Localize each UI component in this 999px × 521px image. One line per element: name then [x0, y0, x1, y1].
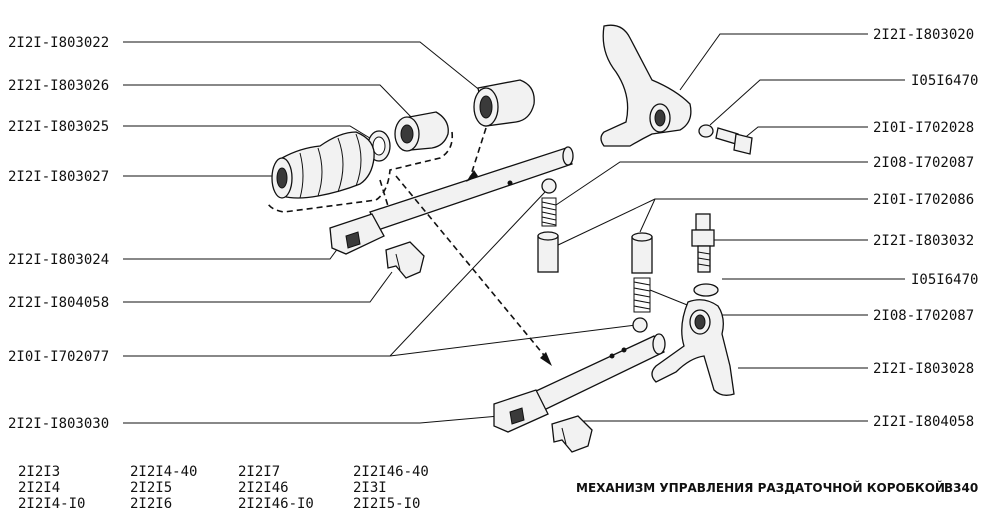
label-right-5: 2I0I-I702086: [873, 192, 974, 208]
label-right-7: I05I6470: [911, 272, 978, 288]
label-left-8: 2I2I-I803030: [8, 416, 109, 432]
bushing-803022: [473, 79, 535, 127]
ball-702077-lower: [632, 317, 648, 333]
label-right-3: 2I0I-I702028: [873, 120, 974, 136]
fork-803028: [651, 299, 735, 396]
clip-804058-upper: [385, 241, 425, 279]
diagram-title: МЕХАНИЗМ УПРАВЛЕНИЯ РАЗДАТОЧНОЙ КОРОБКОЙ: [576, 480, 945, 495]
assembly-bracket: [267, 131, 454, 213]
model-4-2: 2I3I: [353, 480, 387, 496]
left-labels: 2I2I-I803022 2I2I-I803026 2I2I-I803025 2…: [8, 35, 109, 432]
label-left-2: 2I2I-I803026: [8, 78, 109, 94]
spring-702087-lower: [633, 277, 651, 313]
label-left-4: 2I2I-I803027: [8, 169, 109, 185]
washer-05i6470-lower: [693, 283, 719, 297]
parts: [267, 24, 753, 453]
label-right-1: 2I2I-I803020: [873, 27, 974, 43]
bolt-702028: [715, 127, 753, 155]
rod-803024: [329, 146, 574, 255]
boot-803027: [271, 131, 375, 199]
label-right-6: 2I2I-I803032: [873, 233, 974, 249]
label-right-10: 2I2I-I804058: [873, 414, 974, 430]
diagram-code: В340: [944, 481, 978, 495]
clip-804058-lower: [551, 415, 593, 453]
spring-702087-upper: [541, 197, 557, 227]
fork-803020: [600, 24, 692, 147]
label-left-3: 2I2I-I803025: [8, 119, 109, 135]
rod-803030: [493, 333, 666, 433]
seal-803026: [394, 111, 449, 152]
plunger-702086-lower: [631, 232, 653, 274]
label-right-9: 2I2I-I803028: [873, 361, 974, 377]
model-2-2: 2I2I5: [130, 480, 172, 496]
model-2-1: 2I2I4-40: [130, 464, 197, 480]
model-1-3: 2I2I4-I0: [18, 496, 85, 512]
model-list: 2I2I3 2I2I4 2I2I4-I0 2I2I4-40 2I2I5 2I2I…: [18, 464, 429, 512]
label-right-4: 2I08-I702087: [873, 155, 974, 171]
model-4-3: 2I2I5-I0: [353, 496, 420, 512]
model-4-1: 2I2I46-40: [353, 464, 429, 480]
right-labels: 2I2I-I803020 I05I6470 2I0I-I702028 2I08-…: [873, 27, 978, 430]
model-2-3: 2I2I6: [130, 496, 172, 512]
label-right-2: I05I6470: [911, 73, 978, 89]
model-1-2: 2I2I4: [18, 480, 60, 496]
label-left-1: 2I2I-I803022: [8, 35, 109, 51]
model-3-3: 2I2I46-I0: [238, 496, 314, 512]
washer-05i6470-upper: [698, 124, 714, 138]
label-left-5: 2I2I-I803024: [8, 252, 109, 268]
label-left-7: 2I0I-I702077: [8, 349, 109, 365]
plunger-702086-upper: [537, 231, 559, 273]
label-right-8: 2I08-I702087: [873, 308, 974, 324]
label-left-6: 2I2I-I804058: [8, 295, 109, 311]
assembly-arrows: [379, 127, 552, 366]
model-3-2: 2I2I46: [238, 480, 289, 496]
stud-803032: [691, 213, 715, 273]
model-1-1: 2I2I3: [18, 464, 60, 480]
model-3-1: 2I2I7: [238, 464, 280, 480]
ball-702077-upper: [541, 178, 557, 194]
